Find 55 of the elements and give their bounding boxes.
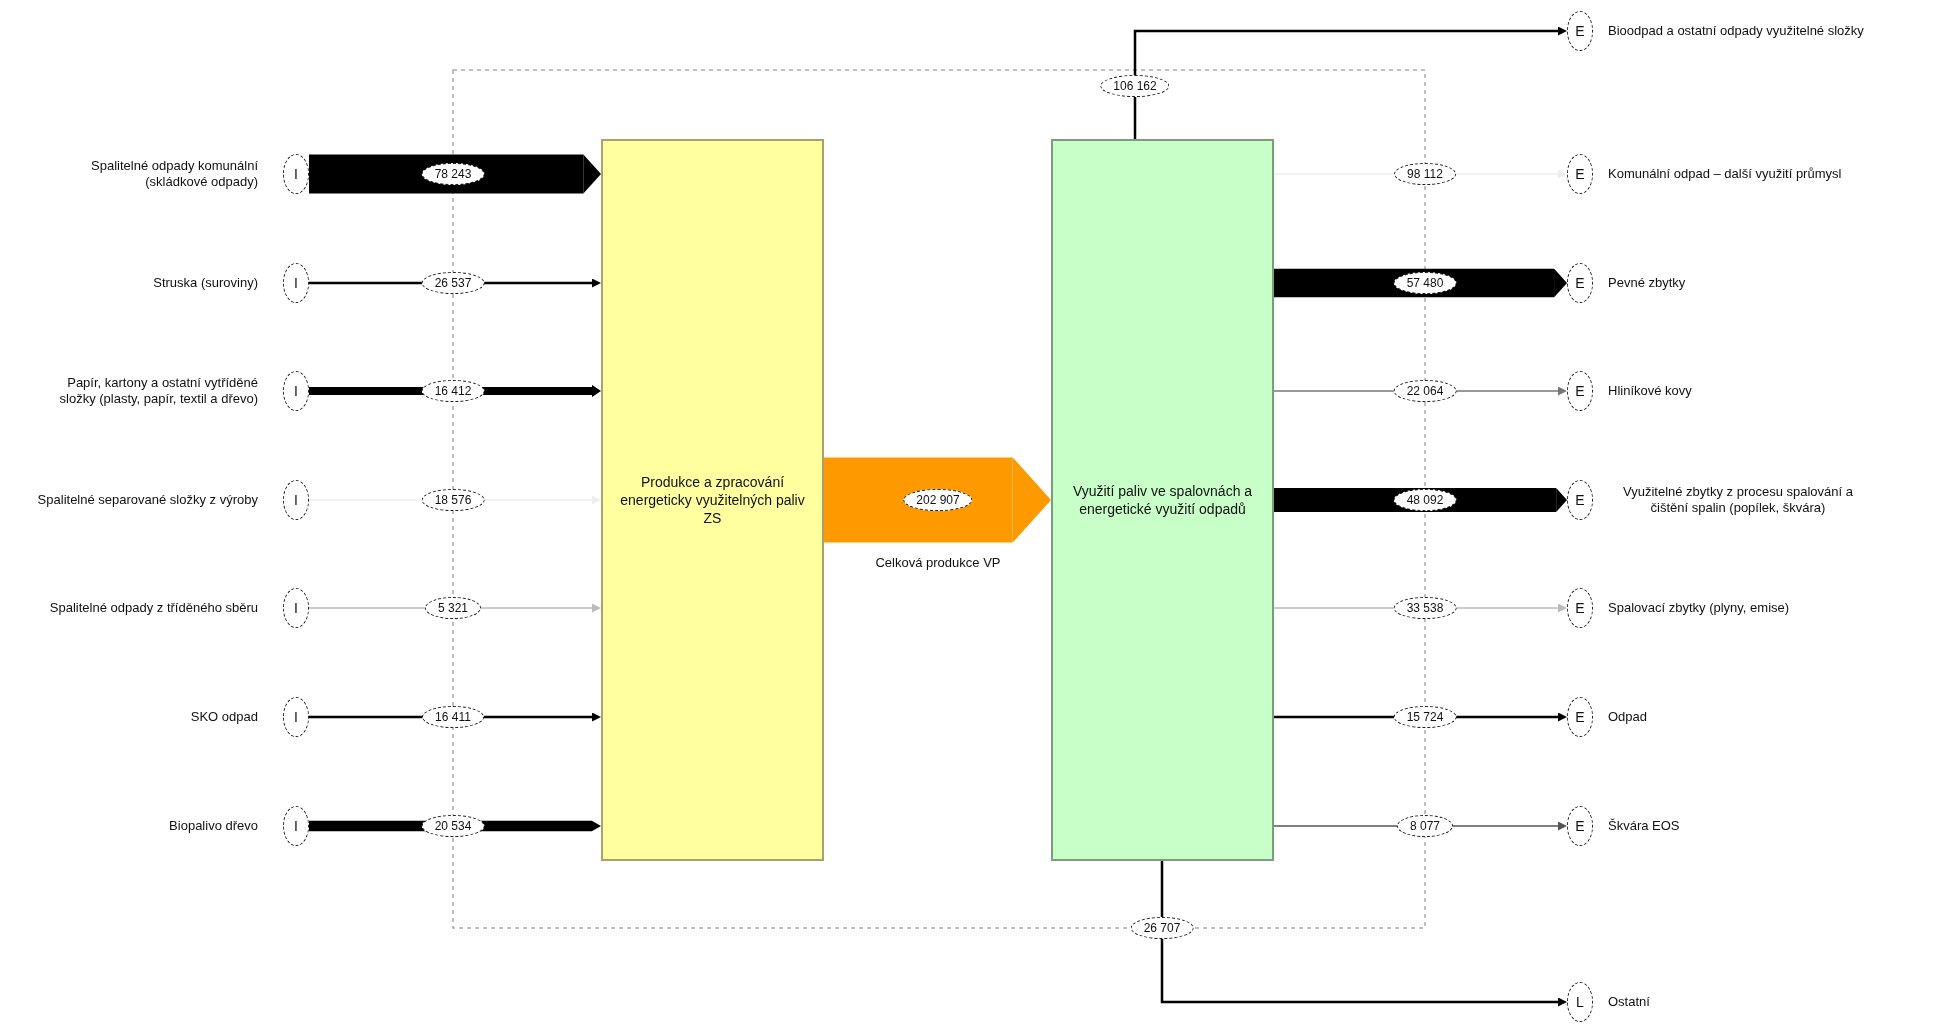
flow-value: 18 576 xyxy=(421,489,485,511)
flow-arrow xyxy=(309,154,601,194)
flow-arrow xyxy=(1274,268,1567,298)
flow-description: Papír, kartony a ostatní vytříděné složky (plasty, papír, textil a dřevo) xyxy=(58,374,258,408)
node-letter: I xyxy=(294,492,298,508)
flow-value: 22 064 xyxy=(1393,380,1457,402)
node-letter: E xyxy=(1575,383,1585,399)
flow-description: Spalovací zbytky (plyny, emise) xyxy=(1608,599,1790,617)
flow-value: 16 412 xyxy=(421,380,485,402)
node-letter: I xyxy=(294,166,298,182)
flow-description: SKO odpad xyxy=(189,708,258,726)
node-letter: E xyxy=(1575,23,1585,39)
flow-description: Využitelné zbytky z procesu spalování a čištění spalin (popílek, škvára) xyxy=(1622,483,1854,517)
flow-value: 5 321 xyxy=(425,597,481,619)
flow-description: Komunální odpad – další využití průmysl xyxy=(1608,165,1842,183)
flow-value: 8 077 xyxy=(1397,815,1453,837)
flow-description: Pevné zbytky xyxy=(1608,274,1686,292)
node-letter: E xyxy=(1575,275,1585,291)
process-box xyxy=(601,139,824,861)
node-letter: E xyxy=(1575,709,1585,725)
node-letter: I xyxy=(294,275,298,291)
flow-value: 15 724 xyxy=(1393,706,1457,728)
node-letter: E xyxy=(1575,166,1585,182)
process-box xyxy=(1051,139,1274,861)
node-letter: I xyxy=(294,709,298,725)
flow-arrow xyxy=(1160,861,1567,1007)
flow-description: Ostatní xyxy=(1608,993,1650,1011)
node-letter: E xyxy=(1575,600,1585,616)
node-letter: I xyxy=(294,383,298,399)
flow-value: 16 411 xyxy=(422,706,484,728)
node-letter: L xyxy=(1576,994,1584,1010)
node-letter: E xyxy=(1575,818,1585,834)
flow-description: Spalitelné odpady komunální (skládkové odpady) xyxy=(90,157,258,191)
flow-description: Bioodpad a ostatní odpady využitelné složky xyxy=(1608,22,1864,40)
flow-description: Odpad xyxy=(1608,708,1648,726)
flow-description: Spalitelné separované složky z výroby xyxy=(36,491,258,509)
flow-description: Spalitelné odpady z tříděného sběru xyxy=(48,599,258,617)
node-letter: I xyxy=(294,600,298,616)
node-letter: E xyxy=(1575,492,1585,508)
flow-arrow xyxy=(1133,26,1567,139)
flow-description: Škvára EOS xyxy=(1608,817,1680,835)
flow-description: Biopalivo dřevo xyxy=(168,817,258,835)
flow-caption: Celková produkce VP xyxy=(874,555,1002,572)
flow-arrow xyxy=(1274,487,1567,513)
flow-value: 33 538 xyxy=(1393,597,1457,619)
flow-description: Hliníkové kovy xyxy=(1608,382,1692,400)
flow-value: 106 162 xyxy=(1100,75,1170,97)
flow-value: 26 537 xyxy=(421,272,485,294)
flow-description: Struska (suroviny) xyxy=(152,274,258,292)
process-label: Využití paliv ve spalovnách a energetické využití odpadů xyxy=(1071,481,1254,519)
flow-value: 26 707 xyxy=(1130,917,1194,939)
process-label: Produkce a zpracování energeticky využitelných paliv ZS xyxy=(619,472,806,528)
flow-value: 98 112 xyxy=(1394,163,1456,185)
flow-value: 20 534 xyxy=(421,815,485,837)
node-letter: I xyxy=(294,818,298,834)
